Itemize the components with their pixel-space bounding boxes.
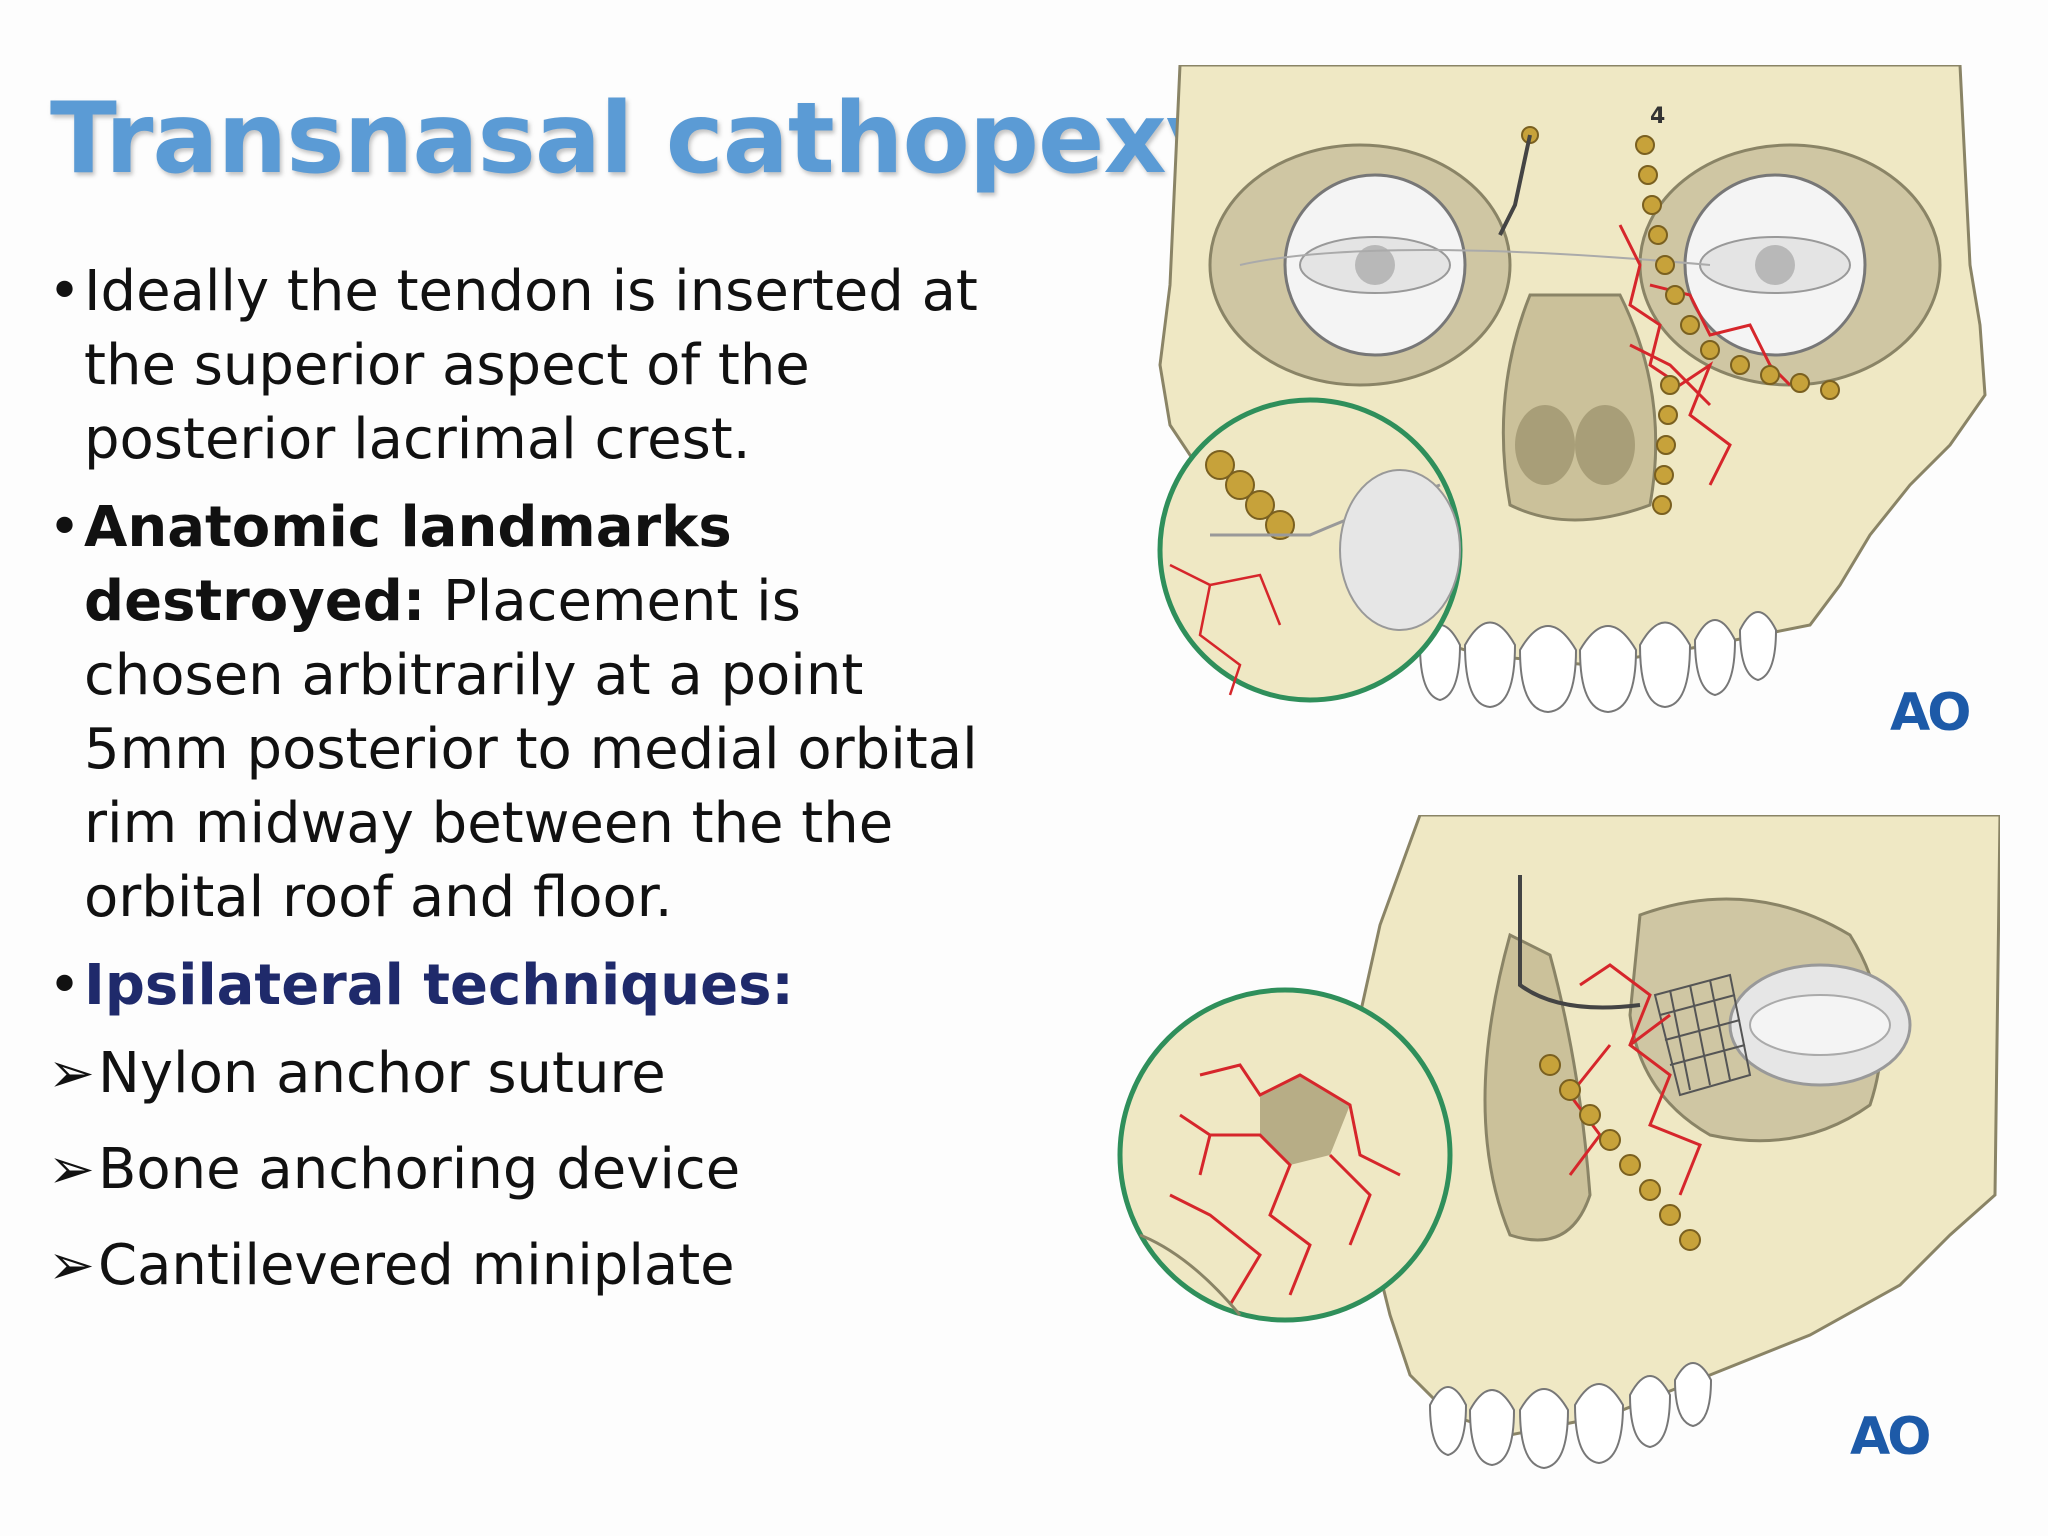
arrow-bullet-icon: ➢ (48, 1137, 95, 1202)
bullet-1: • Ideally the tendon is inserted at the … (48, 255, 1008, 477)
technique-item-1: ➢ Nylon anchor suture (48, 1037, 1008, 1111)
technique-text: Nylon anchor suture (98, 1041, 666, 1106)
bullet-2-text: Placement is chosen arbitrarily at a poi… (84, 569, 978, 930)
bullet-marker: • (48, 259, 82, 324)
bullet-2: • Anatomic landmarks destroyed: Placemen… (48, 491, 1008, 935)
teeth (1428, 1362, 1713, 1470)
bullet-3: • Ipsilateral techniques: (48, 949, 1008, 1023)
skull-oblique-svg (1117, 813, 2002, 1470)
ao-logo: AO (1890, 683, 1971, 743)
skull-frontal-illustration: 4 AO (1150, 63, 2000, 745)
slide-title: Transnasal cathopexy (50, 82, 1230, 196)
bullet-3-lead: Ipsilateral techniques: (84, 953, 794, 1018)
skull-oblique-illustration: AO (1110, 813, 2002, 1505)
technique-text: Cantilevered miniplate (98, 1233, 735, 1298)
bullet-marker: • (48, 495, 82, 560)
technique-item-2: ➢ Bone anchoring device (48, 1133, 1008, 1207)
arrow-bullet-icon: ➢ (48, 1233, 95, 1298)
technique-text: Bone anchoring device (98, 1137, 741, 1202)
skull-frontal-svg: 4 (1157, 63, 1987, 714)
ao-logo: AO (1850, 1407, 1931, 1467)
bullet-2-lead: Anatomic landmarks destroyed: (84, 495, 732, 634)
miniplate (1539, 1054, 1701, 1251)
orbital-mesh (1653, 973, 1752, 1097)
figure-label: 4 (1650, 104, 1665, 129)
bullet-1-text: Ideally the tendon is inserted at the su… (84, 259, 978, 472)
technique-item-3: ➢ Cantilevered miniplate (48, 1229, 1008, 1303)
arrow-bullet-icon: ➢ (48, 1041, 95, 1106)
slide-body: • Ideally the tendon is inserted at the … (48, 255, 1008, 1325)
bullet-marker: • (48, 953, 82, 1018)
